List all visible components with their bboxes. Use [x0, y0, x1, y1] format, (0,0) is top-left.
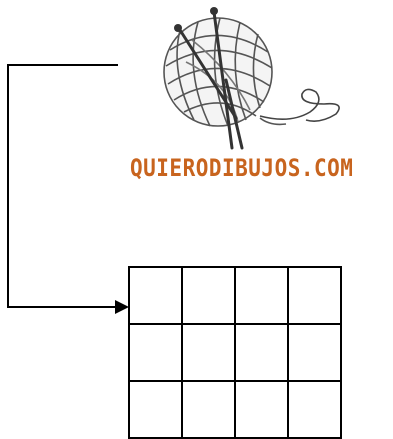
grid-cell — [129, 324, 182, 381]
grid-cell — [235, 267, 288, 324]
grid-cell — [182, 324, 235, 381]
grid-row — [129, 381, 341, 438]
grid-cell — [182, 267, 235, 324]
grid-cell — [288, 267, 341, 324]
grid-cell — [235, 324, 288, 381]
grid-cell — [129, 267, 182, 324]
grid-cell — [288, 381, 341, 438]
grid-cell — [288, 324, 341, 381]
connector-line — [8, 65, 118, 307]
grid-row — [129, 267, 341, 324]
arrow-right-icon — [115, 300, 129, 314]
grid-cell — [235, 381, 288, 438]
grid-cell — [182, 381, 235, 438]
grid-cell — [129, 381, 182, 438]
grid-row — [129, 324, 341, 381]
grid-table — [128, 266, 342, 439]
